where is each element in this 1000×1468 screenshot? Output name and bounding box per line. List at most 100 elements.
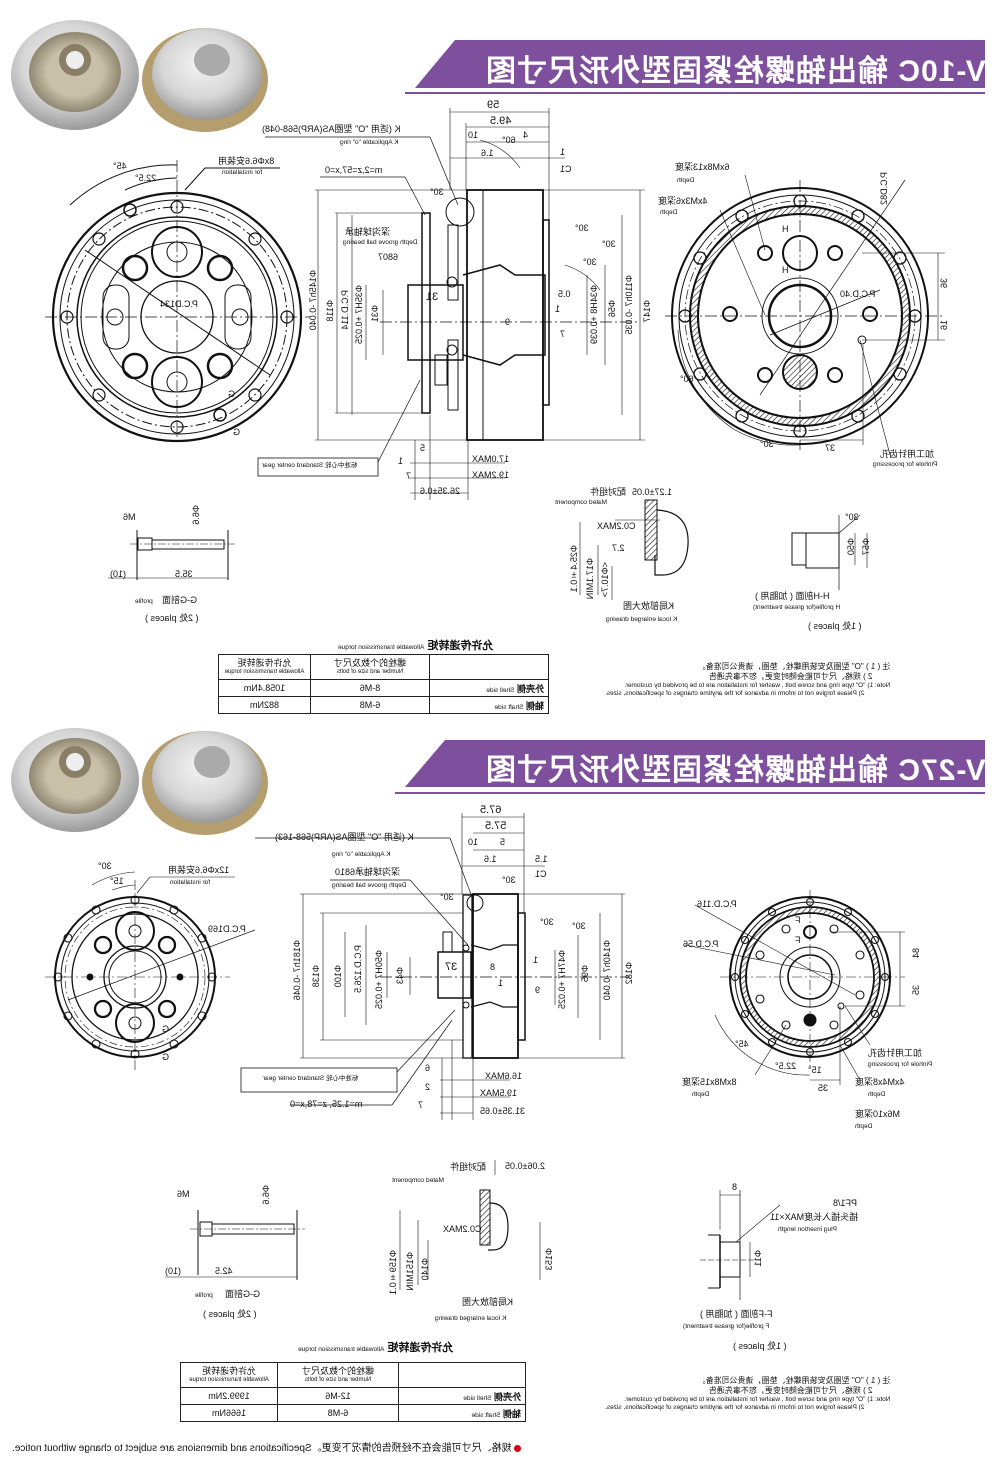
ff-title: F-F剖面 ( 加脂用 ) — [700, 1309, 773, 1319]
dim-label: 8 — [490, 962, 496, 972]
dim-label: 31 — [426, 291, 439, 303]
dim-label: P.C.D.126.5 — [353, 945, 363, 993]
dim-label: 49.5 — [490, 115, 512, 127]
product-photo-rv27c-1 — [11, 728, 139, 832]
torque-title-cn: 允许传递转矩 — [387, 1342, 454, 1354]
dim-label: Φ50 — [846, 538, 856, 556]
rv27c-side-section — [240, 813, 630, 1120]
gg-title-en: profile — [135, 598, 153, 605]
mated-label: 配对组件 — [450, 1162, 487, 1172]
rv10c-side-section — [257, 108, 645, 500]
product-photo-rv10c-1 — [11, 20, 139, 130]
dim-label: 1 — [555, 304, 561, 314]
thread-label-en: Depth — [855, 1123, 873, 1130]
dim-label: 4 — [523, 130, 529, 140]
chamfer-label: C0.2MAX — [597, 521, 636, 531]
dim-label: 19.2MAX — [472, 470, 510, 480]
rv10c-hh-profile — [791, 514, 868, 590]
dim-label: 5 — [420, 443, 426, 453]
bullet-icon — [514, 1444, 522, 1452]
pcd-label: P.C.D.40 — [840, 289, 876, 299]
cell-side: 轴侧 — [502, 1408, 521, 1419]
title-banner-rv10c — [415, 40, 985, 88]
std-gear-label: 标准中心轮 Standard center gear — [262, 462, 358, 469]
dim-label: 1 — [560, 147, 566, 157]
angle-label: 15° — [110, 876, 124, 886]
oring-label: K (适用 "O" 型圈AS(ARP)568-048) — [262, 124, 401, 134]
title-banner-rv27c — [405, 740, 985, 787]
angle-label: 22.5° — [135, 173, 157, 183]
footer-note: 规格、尺寸可能会在不经预告的情况下变更。Specifications and d… — [12, 1443, 525, 1454]
dim-label: Φ181h7 -0.046 — [292, 940, 302, 1001]
pcd-label: P.C.D169 — [208, 924, 246, 934]
dim-label: 9 — [505, 317, 511, 327]
oring-label-en: K Applicable "o" ring — [340, 139, 399, 146]
mated-label-en: Mated component — [555, 499, 608, 506]
rv10c-rear-view — [665, 174, 945, 456]
thread-label: M6 — [177, 1189, 190, 1199]
bearing-label: 深沟球轴承6810 — [335, 867, 401, 877]
th-torque: 允许传递转矩 — [202, 1365, 257, 1376]
dim-label: 37 — [825, 443, 836, 453]
rv27c-title: RV-27C 输出轴螺栓紧固型外形尺寸图 — [485, 754, 1000, 787]
dim-label: 1.5 — [535, 854, 548, 864]
pinhole-label-en: Pinhole for processing — [868, 1061, 933, 1068]
dim-label: 6 — [425, 1063, 431, 1073]
rv27c-front-view — [45, 871, 256, 1070]
pinhole-label: 加工用针齿孔 — [868, 1048, 923, 1058]
rv10c-title: RV-10C 输出轴螺栓紧固型外形尺寸图 — [485, 55, 1000, 88]
cell-side-en: Shell side — [463, 1394, 492, 1402]
bearing-label-en: Depth groove ball bearing — [343, 239, 418, 246]
dim-label: 35 — [911, 985, 921, 996]
angle-label: 30° — [98, 861, 112, 871]
th-bolts-en: Number and size of bolts — [304, 1376, 372, 1383]
cell-torque: 1058.4Nm — [218, 679, 311, 697]
angle-label: 30° — [602, 239, 616, 249]
thread-label: 8xM8x15深度 — [682, 1077, 737, 1087]
cell-side-en: Shaft side — [494, 703, 524, 711]
angle-label: 30° — [583, 257, 597, 267]
rv27c-rear-view — [684, 890, 905, 1085]
dim-label: (10) — [165, 1266, 182, 1276]
dim-label: 8 — [732, 1182, 738, 1192]
dim-label: 1.27±0.05 — [632, 487, 672, 497]
notes: 注 ( 1 ) "O" 型圈及安装用螺栓、垫圈，请贵公司准备。 2 ) 规格、尺… — [605, 662, 890, 698]
cell-side-en: Shaft side — [471, 1411, 501, 1419]
gg-title: G-G剖面 — [225, 1289, 260, 1299]
torque-title-cn: 允许传递转矩 — [427, 640, 494, 652]
section-mark: G — [162, 1052, 170, 1062]
dim-label: 2.06±0.05 — [505, 1161, 545, 1171]
section-mark: G — [162, 1024, 170, 1034]
dim-label: Φ11 — [753, 1250, 763, 1267]
dim-label: Φ6.6 — [191, 505, 201, 525]
angle-label: 30° — [760, 439, 774, 449]
dim-label: 26.35±0.6 — [420, 486, 460, 496]
bearing-number: 6807 — [378, 252, 399, 262]
dim-label: 36 — [939, 278, 949, 289]
note-line: 注 ( 1 ) "O" 型圈及安装用螺栓、垫圈，请贵公司准备。 — [697, 1376, 891, 1385]
hh-title: H-H剖面 ( 加脂用 ) — [755, 591, 830, 601]
k-title: K局部放大图 — [462, 1297, 514, 1307]
pcd-label: P.C.D134 — [160, 299, 198, 309]
thread-label: M6 — [123, 512, 136, 522]
places-label: ( 1处 places ) — [808, 621, 862, 631]
thread-label: 4xM4x8深度 — [855, 1077, 905, 1087]
section-mark: F — [795, 915, 801, 925]
section-mark: H — [782, 265, 789, 275]
th-bolts: 螺栓的个数及尺寸 — [334, 657, 407, 668]
dim-label: 1 — [498, 978, 504, 988]
thread-label: 4xM3x6深度 — [658, 196, 708, 206]
dim-label: 59 — [487, 99, 500, 111]
pinhole-label-en: Pinhole for processing — [873, 461, 938, 468]
dim-label: 16.6MAX — [485, 1071, 523, 1081]
dim-label: Φ31 — [370, 305, 380, 323]
note-line: 注 ( 1 ) "O" 型圈及安装用螺栓、垫圈，请贵公司准备。 — [697, 662, 891, 671]
chamfer-label: C0.2MAX — [443, 1224, 482, 1234]
dim-label: 35 — [818, 1083, 829, 1093]
thread-label-en: Depth — [868, 1091, 886, 1098]
angle-label: 30° — [440, 892, 454, 902]
